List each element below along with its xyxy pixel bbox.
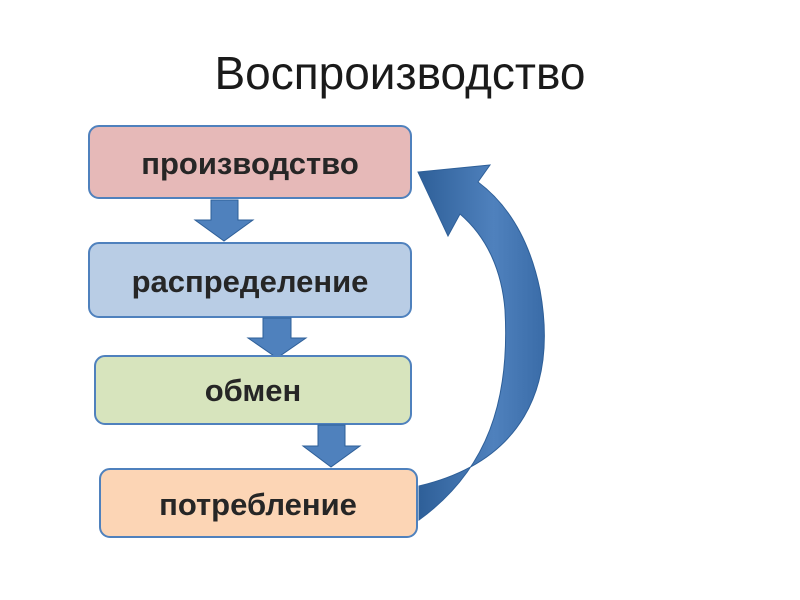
down-arrow-3	[301, 424, 362, 468]
step-box-production-shape	[88, 125, 412, 199]
step-box-consumption-shape	[99, 468, 418, 538]
step-label-exchange: обмен	[205, 373, 302, 408]
down-arrow-2	[246, 317, 308, 359]
step-box-production: производство	[88, 125, 412, 199]
step-label-consumption: потребление	[159, 487, 357, 522]
step-label-production: производство	[141, 146, 359, 181]
down-arrow-1	[193, 199, 255, 242]
step-box-distribution: распределение	[88, 242, 412, 318]
step-box-consumption: потребление	[99, 468, 418, 538]
step-box-exchange: обмен	[94, 355, 412, 425]
step-box-distribution-shape	[88, 242, 412, 318]
step-box-exchange-shape	[94, 355, 412, 425]
step-label-distribution: распределение	[132, 264, 369, 299]
return-curved-arrow	[417, 164, 545, 521]
diagram-title: Воспроизводство	[214, 47, 586, 99]
